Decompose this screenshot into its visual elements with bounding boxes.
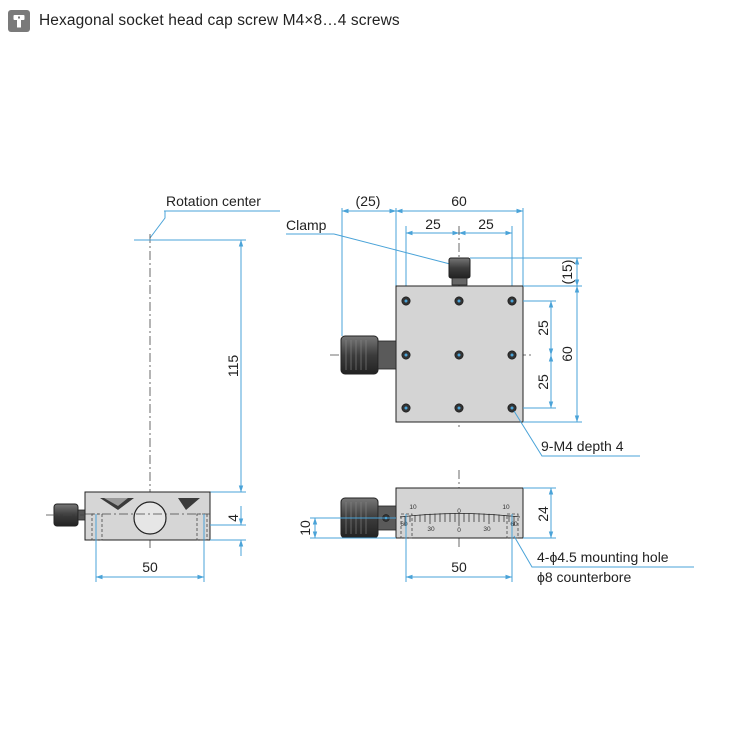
screw-icon xyxy=(8,10,30,32)
dim-25-paren-label: (25) xyxy=(356,193,381,209)
hole-note-line2: ϕ8 counterbore xyxy=(537,569,631,585)
dim-50-right-label: 50 xyxy=(451,559,467,575)
top-clamp-knob xyxy=(448,257,471,279)
dim-25-v1-label: 25 xyxy=(535,320,551,336)
dim-10-label: 10 xyxy=(297,520,313,536)
scale-tick-label: 0 xyxy=(457,508,461,515)
rotation-center-leader xyxy=(149,211,166,239)
screw-holes xyxy=(401,296,517,413)
scale-tick-label: 30 xyxy=(427,526,435,533)
angle-scale-ticks xyxy=(404,513,515,526)
screw-note-label: 9-M4 depth 4 xyxy=(541,438,624,454)
clamp-leader xyxy=(333,233,451,265)
scale-tick-label: 0 xyxy=(457,527,461,534)
scale-tick-label: 10 xyxy=(409,504,417,511)
dim-60-top-label: 60 xyxy=(451,193,467,209)
dim-50-left-label: 50 xyxy=(142,559,158,575)
hole-note-leader xyxy=(513,535,694,568)
dim-60-right-label: 60 xyxy=(559,346,575,362)
rotation-center-label: Rotation center xyxy=(166,193,261,209)
top-rotation-knob xyxy=(340,335,379,375)
top-view: (25) 60 25 25 Clamp xyxy=(286,193,640,457)
header-title: Hexagonal socket head cap screw M4×8…4 s… xyxy=(39,12,400,29)
dim-4-label: 4 xyxy=(225,514,241,522)
scale-tick-label: 30 xyxy=(483,526,491,533)
dim-25-b-label: 25 xyxy=(478,216,494,232)
scale-tick-label: 60 xyxy=(510,521,518,528)
dim-15-paren-label: (15) xyxy=(559,260,575,285)
clamp-label: Clamp xyxy=(286,217,327,233)
dovetail-notch xyxy=(100,498,200,510)
angle-scale-arc xyxy=(399,513,521,518)
dim-25-a-label: 25 xyxy=(425,216,441,232)
scale-tick-label: 60 xyxy=(400,521,408,528)
screw-note-leader xyxy=(513,410,640,457)
front-stage-body xyxy=(395,487,524,539)
header: Hexagonal socket head cap screw M4×8…4 s… xyxy=(8,8,400,34)
side-view: Rotation center 115 4 50 xyxy=(46,193,280,582)
hole-note-line1: 4-ϕ4.5 mounting hole xyxy=(537,549,669,565)
dim-115-label: 115 xyxy=(225,355,241,378)
scale-tick-label: 10 xyxy=(502,504,510,511)
dim-25-v2-label: 25 xyxy=(535,374,551,390)
front-view: 10 0 10 30 0 30 60 60 10 24 xyxy=(297,470,694,585)
center-bore xyxy=(133,501,167,535)
dim-24-label: 24 xyxy=(535,506,551,522)
